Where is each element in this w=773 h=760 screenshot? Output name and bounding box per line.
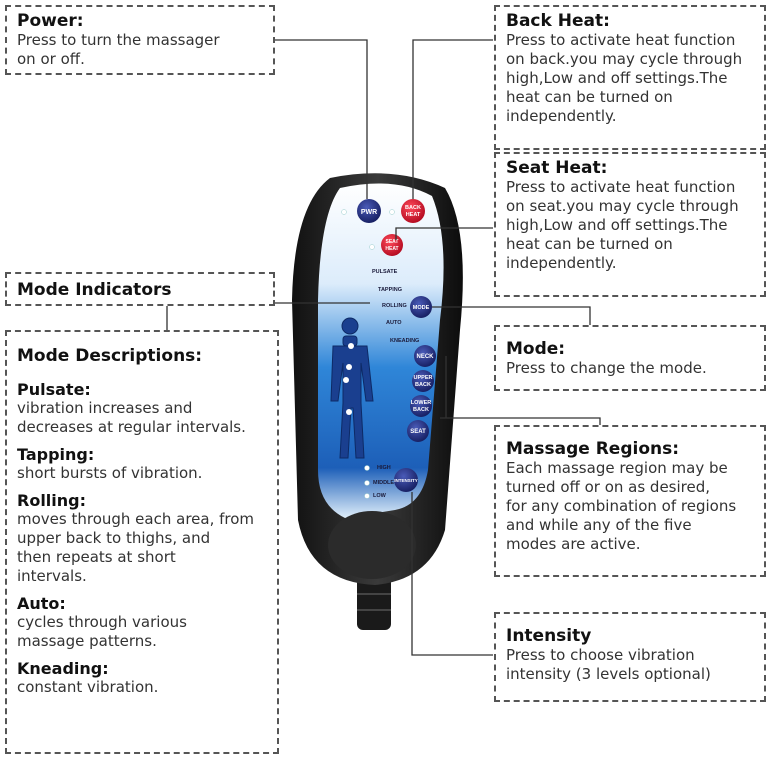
seat-heat-desc-line: Press to activate heat function: [506, 178, 736, 196]
seat-heat-title: Seat Heat:: [506, 158, 608, 178]
tapping-heading: Tapping:: [17, 445, 95, 464]
back-heat-desc-line: on back.you may cycle through: [506, 50, 743, 68]
svg-text:UPPER: UPPER: [414, 375, 433, 381]
rolling-desc: then repeats at short: [17, 548, 176, 566]
kneading-desc: constant vibration.: [17, 678, 159, 696]
massage-regions-desc: modes are active.: [506, 535, 641, 553]
intensity-title: Intensity: [506, 626, 592, 646]
back-heat-desc-line: high,Low and off settings.The: [506, 69, 728, 87]
seat-button[interactable]: SEAT: [407, 420, 429, 442]
seat-heat-desc-line: on seat.you may cycle through: [506, 197, 739, 215]
seat-heat-callout: Seat Heat: Press to activate heat functi…: [494, 152, 766, 297]
pulsate-desc: decreases at regular intervals.: [17, 418, 246, 436]
lower-back-button[interactable]: LOWER BACK: [410, 395, 432, 417]
seat-heat-button[interactable]: SEAT HEAT: [381, 234, 403, 256]
kneading-heading: Kneading:: [17, 659, 109, 678]
back-heat-callout: Back Heat: Press to activate heat functi…: [494, 5, 766, 150]
svg-text:LOWER: LOWER: [411, 400, 431, 406]
upper-back-button[interactable]: UPPER BACK: [412, 370, 434, 392]
power-desc-line-1: Press to turn the massager: [17, 31, 220, 49]
mode-indicators-callout: Mode Indicators: [5, 272, 275, 306]
rolling-desc: moves through each area, from: [17, 510, 255, 528]
massage-regions-desc: Each massage region may be: [506, 459, 728, 477]
mode-descriptions-title: Mode Descriptions:: [17, 346, 203, 366]
svg-text:INTENSITY: INTENSITY: [394, 478, 418, 483]
body-silhouette-icon: [330, 317, 374, 459]
mode-button[interactable]: MODE: [410, 296, 432, 318]
level-label-high: HIGH: [377, 465, 391, 471]
tapping-desc: short bursts of vibration.: [17, 464, 203, 482]
auto-desc: cycles through various: [17, 613, 187, 631]
svg-text:BACK: BACK: [405, 205, 421, 211]
mode-label-auto: AUTO: [386, 320, 402, 326]
pulsate-heading: Pulsate:: [17, 380, 91, 399]
back-heat-desc-line: independently.: [506, 107, 617, 125]
mode-callout: Mode: Press to change the mode.: [494, 325, 766, 391]
svg-text:BACK: BACK: [413, 407, 429, 413]
mode-descriptions-callout: Mode Descriptions: Pulsate: vibration in…: [5, 330, 279, 754]
rolling-heading: Rolling:: [17, 491, 87, 510]
svg-text:PWR: PWR: [361, 209, 377, 216]
back-heat-title: Back Heat:: [506, 11, 610, 31]
auto-desc: massage patterns.: [17, 632, 157, 650]
intensity-desc: intensity (3 levels optional): [506, 665, 711, 683]
back-heat-desc-line: Press to activate heat function: [506, 31, 736, 49]
svg-text:MODE: MODE: [413, 305, 430, 311]
remote-base: [328, 511, 416, 579]
massage-regions-callout: Massage Regions: Each massage region may…: [494, 425, 766, 577]
callout-connectors: [166, 39, 601, 656]
intensity-desc: Press to choose vibration: [506, 646, 695, 664]
neck-button[interactable]: NECK: [414, 345, 436, 367]
mode-label-kneading: KNEADING: [390, 338, 419, 344]
svg-text:SEAT: SEAT: [386, 239, 399, 245]
svg-text:HEAT: HEAT: [406, 212, 421, 218]
massage-regions-title: Massage Regions:: [506, 439, 680, 459]
level-label-low: LOW: [373, 493, 387, 499]
seat-heat-desc-line: heat can be turned on: [506, 235, 673, 253]
power-desc-line-2: on or off.: [17, 50, 85, 68]
pulsate-desc: vibration increases and: [17, 399, 193, 417]
level-label-middle: MIDDLE: [373, 480, 394, 486]
back-heat-desc-line: heat can be turned on: [506, 88, 673, 106]
seat-heat-desc-line: independently.: [506, 254, 617, 272]
seat-heat-desc-line: high,Low and off settings.The: [506, 216, 728, 234]
rolling-desc: upper back to thighs, and: [17, 529, 211, 547]
intensity-callout: Intensity Press to choose vibration inte…: [494, 612, 766, 702]
mode-indicators-title: Mode Indicators: [17, 280, 172, 300]
power-callout: Power: Press to turn the massager on or …: [5, 5, 275, 75]
mode-label-tapping: TAPPING: [378, 287, 402, 293]
power-button[interactable]: PWR: [357, 199, 381, 223]
svg-text:NECK: NECK: [416, 354, 434, 360]
auto-heading: Auto:: [17, 594, 66, 613]
rolling-desc: intervals.: [17, 567, 87, 585]
mode-label-pulsate: PULSATE: [372, 269, 398, 275]
back-heat-button[interactable]: BACK HEAT: [401, 199, 425, 223]
mode-title: Mode:: [506, 339, 566, 359]
svg-text:HEAT: HEAT: [385, 246, 398, 252]
mode-label-rolling: ROLLING: [382, 303, 407, 309]
power-title: Power:: [17, 11, 84, 31]
svg-text:BACK: BACK: [415, 382, 431, 388]
massage-regions-desc: and while any of the five: [506, 516, 692, 534]
massage-regions-desc: turned off or on as desired,: [506, 478, 711, 496]
intensity-button[interactable]: INTENSITY: [394, 468, 418, 492]
svg-text:SEAT: SEAT: [410, 429, 426, 435]
massage-regions-desc: for any combination of regions: [506, 497, 737, 515]
mode-desc: Press to change the mode.: [506, 359, 707, 377]
